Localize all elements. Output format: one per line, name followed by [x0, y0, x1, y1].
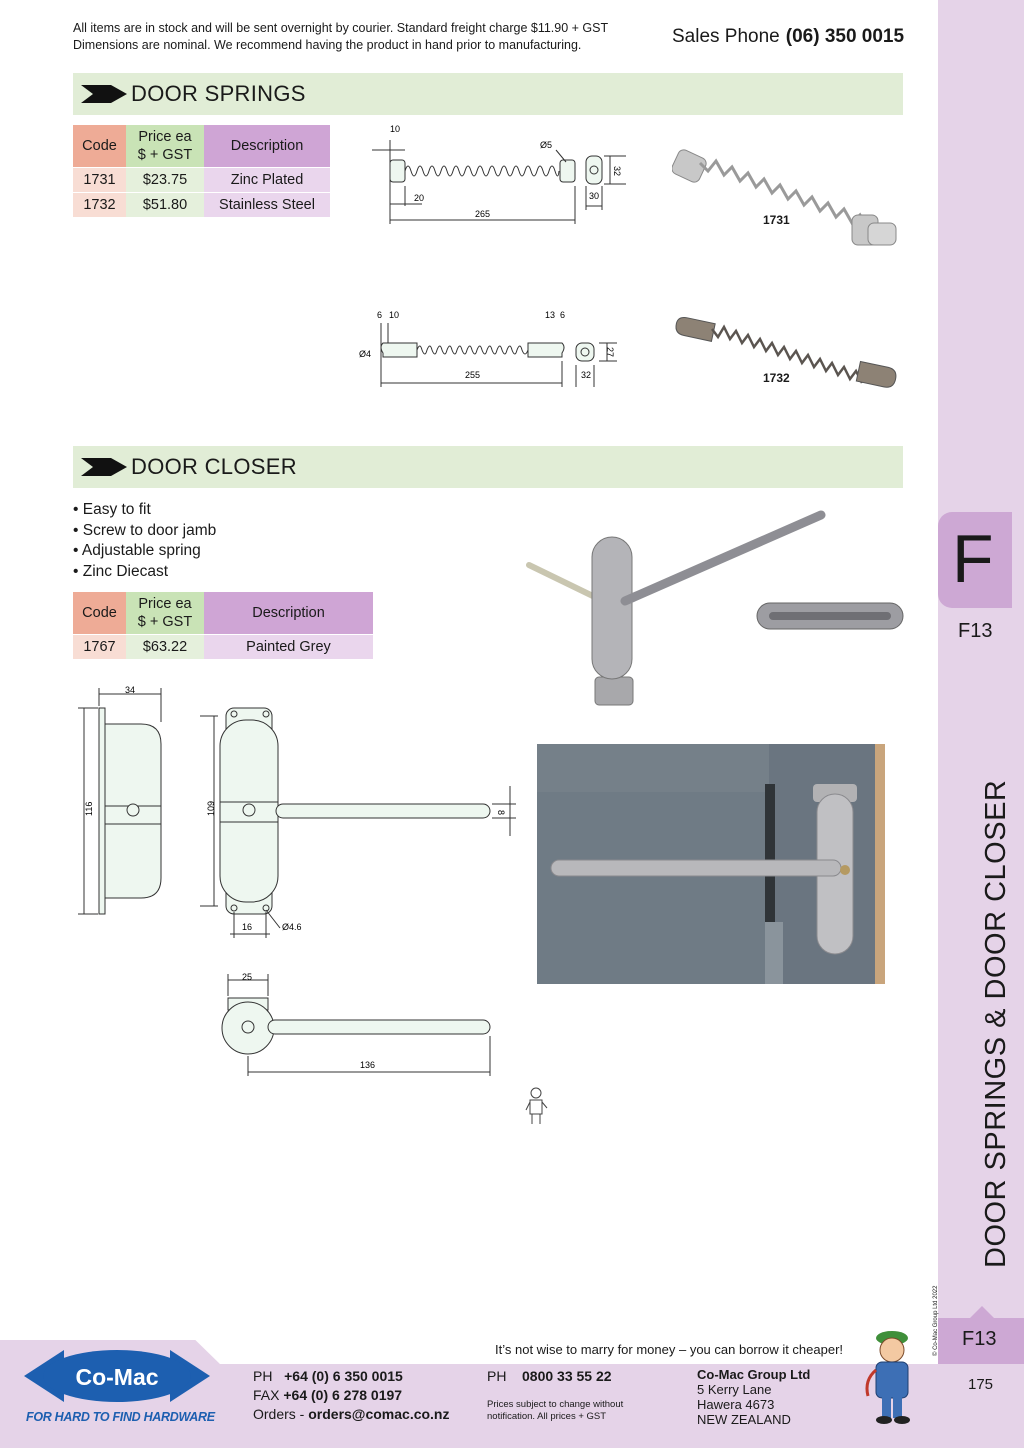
- page-code-top: F13: [958, 620, 993, 642]
- sales-label: Sales Phone: [672, 26, 780, 47]
- dim-closer-b: 116: [84, 802, 94, 816]
- springs-price-table: Code Price ea$ + GST Description 1731 $2…: [73, 125, 330, 217]
- spring-1732-photo: [675, 317, 897, 388]
- section-title: DOOR SPRINGS: [131, 81, 306, 106]
- comac-logo[interactable]: Co-Mac: [24, 1346, 210, 1408]
- section-tab[interactable]: [938, 512, 1012, 608]
- dim-1732-h: 32: [581, 370, 591, 380]
- list-item: • Zinc Diecast: [73, 562, 169, 580]
- footer-tagline: FOR HARD TO FIND HARDWARE: [26, 1410, 215, 1424]
- sales-phone: Sales Phone(06) 350 0015: [672, 26, 904, 48]
- address-line: NEW ZEALAND: [697, 1412, 791, 1427]
- price-note: Prices subject to change without notific…: [487, 1399, 624, 1422]
- dim-closer-g: 25: [242, 972, 252, 982]
- table-row: 1767 $63.22 Painted Grey: [73, 633, 373, 659]
- section-title: DOOR CLOSER: [131, 454, 297, 479]
- feature-list: • Easy to fit • Screw to door jamb • Adj…: [73, 500, 216, 582]
- stock-notice: All items are in stock and will be sent …: [73, 20, 608, 54]
- dim-closer-h: 136: [360, 1060, 375, 1070]
- cell-description: Zinc Plated: [204, 166, 330, 192]
- notice-line-1: All items are in stock and will be sent …: [73, 21, 609, 35]
- spring-1732-drawing: 6 10 13 6 Ø4 27 255 32: [359, 310, 617, 387]
- page-number: 175: [968, 1376, 994, 1393]
- fax-number[interactable]: +64 (0) 6 278 0197: [283, 1387, 403, 1403]
- list-item: • Adjustable spring: [73, 542, 201, 559]
- section-door-closer: DOOR CLOSER: [73, 446, 903, 488]
- dim-closer-e: 16: [242, 922, 252, 932]
- cell-price: $51.80: [126, 191, 204, 217]
- list-item: • Screw to door jamb: [73, 521, 217, 539]
- sidebar-title: DOOR SPRINGS & DOOR CLOSER: [980, 779, 1012, 1268]
- cell-price: $63.22: [126, 633, 204, 659]
- cell-description: Stainless Steel: [204, 191, 330, 217]
- cell-code: 1732: [73, 191, 126, 217]
- spring-1731-photo: [672, 149, 897, 246]
- fax-label: FAX: [253, 1387, 280, 1403]
- dim-1731-a: 10: [390, 124, 400, 134]
- footer-address: Co-Mac Group Ltd 5 Kerry Lane Hawera 467…: [697, 1367, 810, 1427]
- dim-closer-d: 8: [496, 810, 506, 815]
- dim-closer-f: Ø4.6: [282, 922, 302, 932]
- spring-1731-drawing: 10 Ø5 32 20 30 265: [372, 124, 626, 224]
- dim-1732-f: 27: [605, 347, 615, 357]
- dim-1732-g: 255: [465, 370, 480, 380]
- section-door-springs: DOOR SPRINGS: [73, 73, 903, 115]
- header-code: Code: [73, 592, 126, 634]
- dim-1732-a: 6: [377, 310, 382, 320]
- notice-line-2: Dimensions are nominal. We recommend hav…: [73, 38, 582, 52]
- arrow-right-icon: [81, 85, 127, 103]
- address-line: 5 Kerry Lane: [697, 1382, 772, 1397]
- right-sidebar: [938, 0, 1024, 1448]
- dim-1731-b: Ø5: [540, 140, 552, 150]
- header-price: Price ea$ + GST: [126, 592, 204, 634]
- dim-1731-c: 32: [612, 166, 622, 176]
- dim-1731-f: 265: [475, 209, 490, 219]
- dim-1732-b: 10: [389, 310, 399, 320]
- sales-number[interactable]: (06) 350 0015: [785, 26, 905, 47]
- door-closer-photo: [526, 510, 904, 706]
- orders-label: Orders -: [253, 1406, 305, 1422]
- page-code-tab: F13: [938, 1306, 1024, 1364]
- footer-quote: It’s not wise to marry for money – you c…: [495, 1342, 844, 1357]
- header-code: Code: [73, 125, 126, 167]
- ph-label: PH: [253, 1368, 273, 1384]
- company-name: Co-Mac Group Ltd: [697, 1367, 811, 1382]
- dim-1732-c: 13: [545, 310, 555, 320]
- arrow-right-icon: [81, 458, 127, 476]
- footer-contact: PH +64 (0) 6 350 0015 FAX +64 (0) 6 278 …: [253, 1367, 450, 1424]
- mascot-icon: [525, 1087, 548, 1124]
- orders-email[interactable]: orders@comac.co.nz: [308, 1406, 450, 1422]
- address-line: Hawera 4673: [697, 1397, 775, 1412]
- photo-caption-1732: 1732: [763, 371, 790, 385]
- table-row: 1731 $23.75 Zinc Plated: [73, 166, 330, 192]
- dim-closer-a: 34: [125, 685, 135, 695]
- door-closer-drawing: 34 116 109 8 16 Ø4.6 25 136: [78, 685, 516, 1076]
- closer-price-table: Code Price ea$ + GST Description 1767 $6…: [73, 592, 373, 659]
- list-item: • Easy to fit: [73, 501, 151, 518]
- dim-1732-d: 6: [560, 310, 565, 320]
- header-description: Description: [204, 592, 373, 634]
- cell-price: $23.75: [126, 166, 204, 192]
- header-price: Price ea$ + GST: [126, 125, 204, 167]
- logo-text: Co-Mac: [75, 1364, 158, 1390]
- dim-closer-c: 109: [206, 801, 216, 816]
- installed-closer-photo: [537, 744, 885, 984]
- footer-freephone: PH 0800 33 55 22: [487, 1367, 612, 1386]
- photo-caption-1731: 1731: [763, 213, 790, 227]
- dim-1731-d: 20: [414, 193, 424, 203]
- mascot-icon: [865, 1331, 910, 1424]
- dim-1732-e: Ø4: [359, 349, 371, 359]
- dim-1731-e: 30: [589, 191, 599, 201]
- cell-code: 1731: [73, 166, 126, 192]
- ph2-label: PH: [487, 1368, 507, 1384]
- page-code-bottom: F13: [962, 1328, 997, 1350]
- cell-code: 1767: [73, 633, 126, 659]
- table-row: 1732 $51.80 Stainless Steel: [73, 191, 330, 217]
- ph-number[interactable]: +64 (0) 6 350 0015: [284, 1368, 403, 1384]
- cell-description: Painted Grey: [204, 633, 373, 659]
- ph2-number[interactable]: 0800 33 55 22: [522, 1368, 612, 1384]
- section-letter: F: [952, 521, 994, 597]
- header-description: Description: [204, 125, 330, 167]
